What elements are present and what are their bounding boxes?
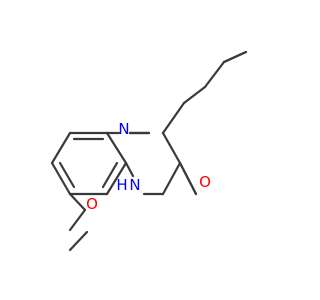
atom-labels: N N H O O bbox=[86, 120, 211, 213]
bond bbox=[222, 50, 248, 64]
carbonyl-oxygen-label: O bbox=[199, 173, 211, 191]
bond bbox=[161, 131, 182, 165]
bond bbox=[50, 131, 72, 165]
bond bbox=[105, 131, 128, 165]
bond bbox=[182, 85, 207, 105]
bond bbox=[203, 60, 226, 89]
bond bbox=[124, 161, 135, 178]
bond bbox=[68, 230, 89, 252]
bond bbox=[161, 161, 182, 196]
molecule-structure: N N H O O bbox=[50, 50, 248, 252]
bond bbox=[58, 161, 76, 189]
bond bbox=[101, 161, 119, 189]
nitrogen-atom-label: N bbox=[118, 120, 129, 138]
bond bbox=[161, 101, 186, 135]
structure-canvas: N N H O O bbox=[50, 50, 248, 252]
bond bbox=[68, 208, 87, 232]
bond-lines bbox=[50, 50, 248, 252]
bond bbox=[178, 161, 198, 196]
bond bbox=[68, 192, 87, 212]
bond bbox=[50, 161, 72, 196]
bond bbox=[105, 161, 128, 196]
nh-hydrogen-label: H bbox=[116, 176, 127, 194]
methoxy-oxygen-label: O bbox=[86, 195, 98, 213]
nh-nitrogen-label: N bbox=[129, 176, 140, 194]
